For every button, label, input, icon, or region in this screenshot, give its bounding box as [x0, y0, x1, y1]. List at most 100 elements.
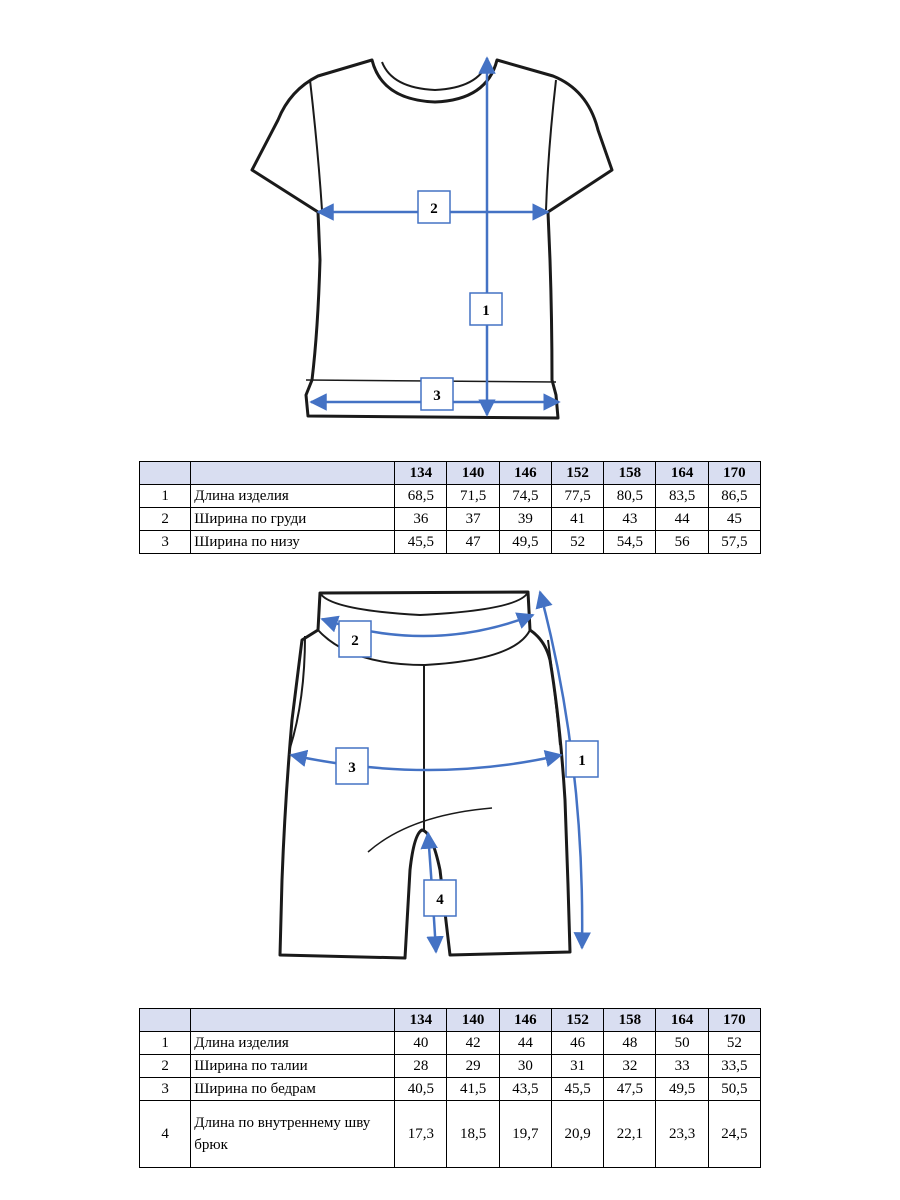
- table-cell: 47: [446, 530, 500, 554]
- tshirt-marker-1: 1: [469, 292, 503, 326]
- table-cell: 29: [446, 1054, 500, 1078]
- size-header: 170: [707, 461, 762, 485]
- table-cell: 77,5: [550, 484, 605, 508]
- table-cell: 43: [603, 507, 657, 531]
- header-name-cell: [190, 1008, 396, 1032]
- table-row: 2 Ширина по талии 28 29 30 31 32 33 33,5: [138, 1054, 762, 1078]
- svg-text:3: 3: [348, 760, 356, 776]
- size-header: 164: [655, 1008, 709, 1032]
- tshirt-size-table: 134 140 146 152 158 164 170 1 Длина изде…: [138, 461, 762, 554]
- svg-text:1: 1: [578, 753, 586, 769]
- table-cell: 17,3: [394, 1100, 448, 1168]
- row-number: 4: [138, 1100, 192, 1168]
- svg-text:2: 2: [351, 633, 359, 649]
- shorts-marker-1: 1: [565, 740, 599, 778]
- size-header: 164: [655, 461, 709, 485]
- size-header: 170: [707, 1008, 762, 1032]
- table-cell: 49,5: [498, 530, 552, 554]
- table-cell: 57,5: [707, 530, 762, 554]
- table-cell: 44: [655, 507, 709, 531]
- row-name: Длина изделия: [190, 1031, 396, 1055]
- table-cell: 45,5: [394, 530, 448, 554]
- row-number: 2: [138, 507, 192, 531]
- table-cell: 43,5: [498, 1077, 552, 1101]
- size-header: 134: [394, 461, 448, 485]
- table-cell: 30: [498, 1054, 552, 1078]
- header-num-cell: [138, 461, 192, 485]
- table-cell: 28: [394, 1054, 448, 1078]
- size-header: 140: [446, 1008, 500, 1032]
- header-num-cell: [138, 1008, 192, 1032]
- table-cell: 48: [603, 1031, 657, 1055]
- row-number: 1: [138, 484, 192, 508]
- table-cell: 18,5: [446, 1100, 500, 1168]
- shorts-size-table: 134 140 146 152 158 164 170 1 Длина изде…: [138, 1008, 762, 1168]
- row-number: 3: [138, 530, 192, 554]
- size-header: 146: [498, 1008, 552, 1032]
- table-cell: 52: [550, 530, 605, 554]
- table-cell: 40,5: [394, 1077, 448, 1101]
- table-cell: 33,5: [707, 1054, 762, 1078]
- table-cell: 24,5: [707, 1100, 762, 1168]
- table-cell: 20,9: [550, 1100, 605, 1168]
- table-cell: 41,5: [446, 1077, 500, 1101]
- row-name: Ширина по груди: [190, 507, 396, 531]
- shorts-marker-3: 3: [335, 747, 369, 785]
- svg-text:2: 2: [430, 201, 438, 217]
- table-row: 1 Длина изделия 68,5 71,5 74,5 77,5 80,5…: [138, 484, 762, 508]
- table-cell: 80,5: [603, 484, 657, 508]
- table-cell: 68,5: [394, 484, 448, 508]
- row-number: 3: [138, 1077, 192, 1101]
- tshirt-marker-2: 2: [417, 190, 451, 224]
- table-row: 2 Ширина по груди 36 37 39 41 43 44 45: [138, 507, 762, 531]
- tshirt-measure-lines: [309, 56, 561, 417]
- tshirt-marker-3: 3: [420, 377, 454, 411]
- row-name: Ширина по талии: [190, 1054, 396, 1078]
- row-name: Длина изделия: [190, 484, 396, 508]
- table-row: 4 Длина по внутреннему шву брюк 17,3 18,…: [138, 1100, 762, 1168]
- row-number: 2: [138, 1054, 192, 1078]
- svg-text:3: 3: [433, 388, 441, 404]
- row-number: 1: [138, 1031, 192, 1055]
- table-cell: 45,5: [550, 1077, 605, 1101]
- table-cell: 86,5: [707, 484, 762, 508]
- table-cell: 54,5: [603, 530, 657, 554]
- header-name-cell: [190, 461, 396, 485]
- table-cell: 45: [707, 507, 762, 531]
- table-cell: 32: [603, 1054, 657, 1078]
- table-cell: 74,5: [498, 484, 552, 508]
- shorts-diagram: 1 2 3 4: [0, 570, 900, 980]
- size-header: 146: [498, 461, 552, 485]
- size-header: 152: [550, 1008, 605, 1032]
- table-header-row: 134 140 146 152 158 164 170: [138, 461, 762, 485]
- table-cell: 71,5: [446, 484, 500, 508]
- svg-text:4: 4: [436, 892, 444, 908]
- table-cell: 23,3: [655, 1100, 709, 1168]
- size-header: 158: [603, 461, 657, 485]
- row-name: Ширина по низу: [190, 530, 396, 554]
- table-row: 1 Длина изделия 40 42 44 46 48 50 52: [138, 1031, 762, 1055]
- table-cell: 31: [550, 1054, 605, 1078]
- table-cell: 83,5: [655, 484, 709, 508]
- size-header: 134: [394, 1008, 448, 1032]
- table-cell: 22,1: [603, 1100, 657, 1168]
- table-cell: 41: [550, 507, 605, 531]
- table-cell: 56: [655, 530, 709, 554]
- table-cell: 33: [655, 1054, 709, 1078]
- shorts-marker-4: 4: [423, 879, 457, 917]
- svg-text:1: 1: [482, 303, 490, 319]
- table-cell: 37: [446, 507, 500, 531]
- table-cell: 40: [394, 1031, 448, 1055]
- table-cell: 50,5: [707, 1077, 762, 1101]
- table-cell: 44: [498, 1031, 552, 1055]
- shorts-marker-2: 2: [338, 620, 372, 658]
- table-cell: 49,5: [655, 1077, 709, 1101]
- tshirt-diagram: 1 2 3: [0, 0, 900, 440]
- table-cell: 47,5: [603, 1077, 657, 1101]
- tshirt-outline: [250, 58, 614, 420]
- table-cell: 19,7: [498, 1100, 552, 1168]
- table-row: 3 Ширина по низу 45,5 47 49,5 52 54,5 56…: [138, 530, 762, 554]
- table-cell: 52: [707, 1031, 762, 1055]
- table-cell: 42: [446, 1031, 500, 1055]
- table-cell: 50: [655, 1031, 709, 1055]
